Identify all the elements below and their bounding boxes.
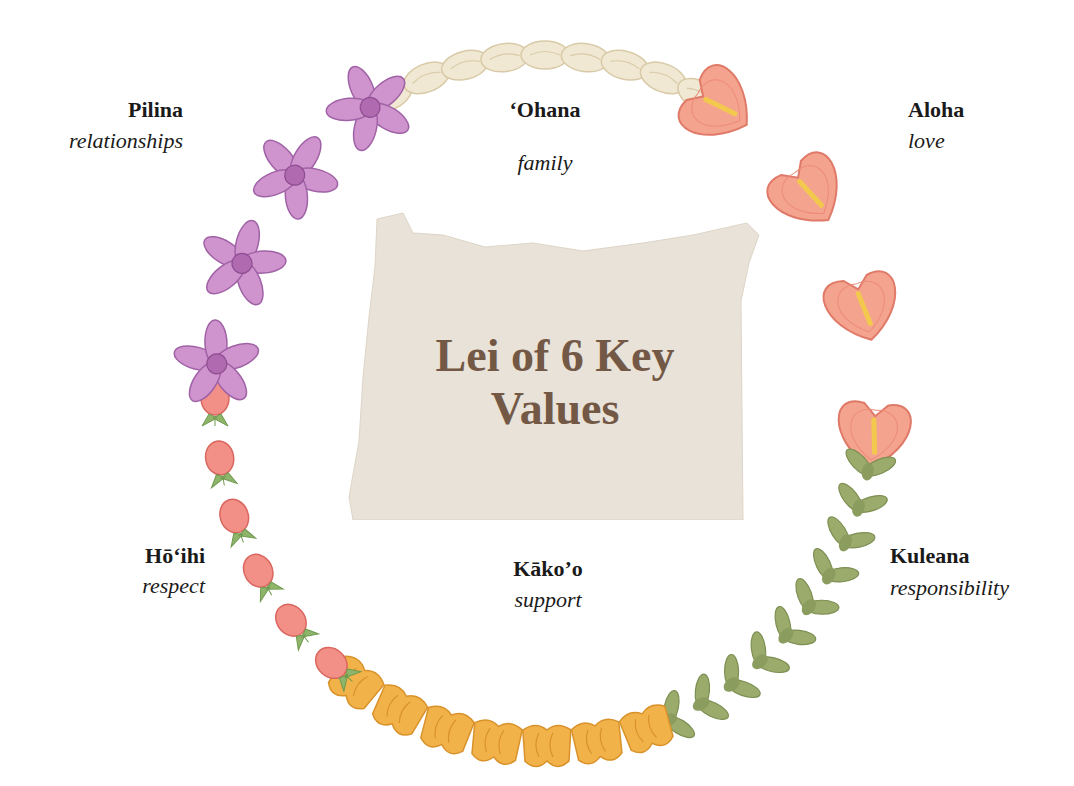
rose-bud [215, 495, 256, 547]
orchid-flower [167, 315, 265, 413]
value-name: Kāko’o [513, 556, 583, 582]
diagram-title: Lei of 6 Key Values [405, 330, 705, 436]
value-translation: family [518, 150, 573, 176]
orchid-flower [308, 45, 432, 169]
anthurium-flower [820, 268, 906, 349]
state-shape: Lei of 6 Key Values [345, 205, 765, 520]
maile-leaf [734, 625, 796, 689]
ilima-flower [618, 702, 677, 756]
ilima-flower [469, 718, 523, 766]
ilima-flower [523, 725, 571, 766]
value-translation: respect [142, 573, 205, 599]
ilima-flower [571, 717, 625, 765]
orchid-flower [232, 112, 358, 238]
rose-bud [238, 549, 284, 602]
rose-bud [203, 439, 238, 488]
value-name: Pilina [128, 97, 183, 123]
value-name: Kuleana [890, 543, 969, 569]
maile-leaf [829, 477, 893, 525]
rose-bud [309, 641, 361, 692]
value-translation: support [514, 587, 581, 613]
value-name: Hō‘ihi [145, 543, 205, 569]
maile-leaf [759, 600, 823, 662]
rose-bud [269, 598, 319, 651]
maile-leaf [838, 444, 900, 487]
value-translation: responsibility [890, 575, 1009, 601]
value-translation: relationships [69, 128, 183, 154]
value-name: ‘Ohana [510, 97, 581, 123]
anthurium-flower [761, 146, 858, 241]
orchid-flower [183, 204, 300, 321]
value-translation: love [908, 128, 945, 154]
anthurium-flower [673, 59, 767, 155]
anthurium-flower [834, 400, 912, 472]
value-name: Aloha [908, 97, 964, 123]
